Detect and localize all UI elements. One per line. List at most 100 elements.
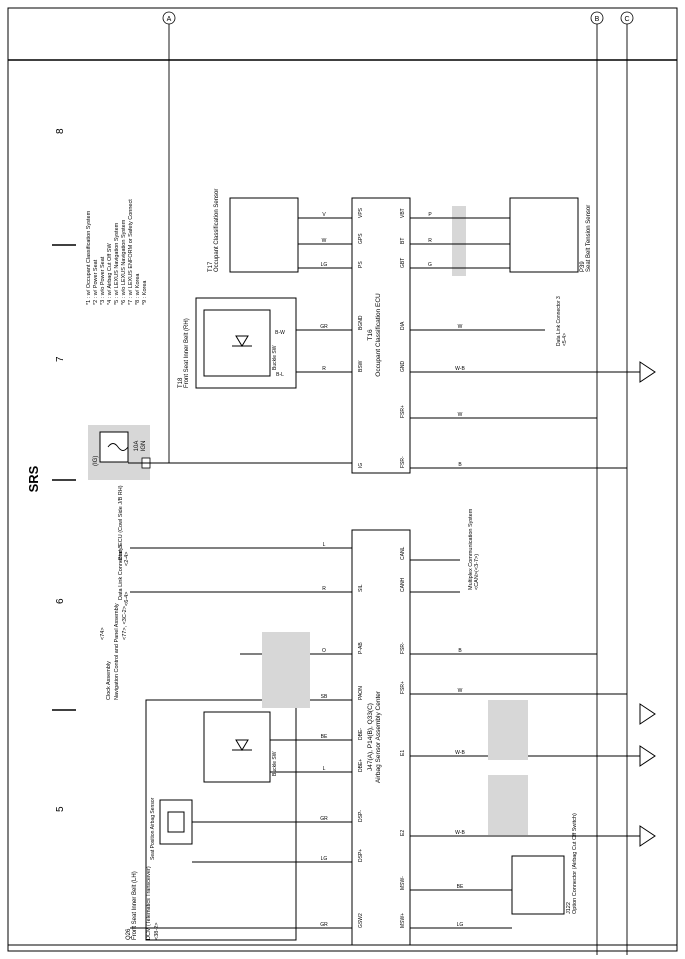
svg-text:W: W (322, 238, 327, 244)
svg-text:Option Connector (Airbag Cut O: Option Connector (Airbag Cut Off Switch) (572, 813, 578, 914)
svg-text:*5 : w/ LEXUS Navigation Syste: *5 : w/ LEXUS Navigation System (114, 222, 120, 305)
svg-text:B: B (458, 648, 462, 654)
svg-text:*6 : w/o LEXUS Navigation Syst: *6 : w/o LEXUS Navigation System (121, 219, 127, 305)
svg-text:LG: LG (457, 922, 464, 928)
svg-text:GR: GR (320, 922, 328, 928)
svg-text:T17: T17 (208, 261, 214, 272)
svg-text:W-B: W-B (455, 750, 465, 756)
ref-c-label: C (624, 16, 629, 23)
svg-text:O: O (322, 648, 326, 654)
svg-text:<CAN>(<3-7>): <CAN>(<3-7>) (474, 554, 480, 590)
svg-text:L: L (323, 542, 326, 548)
svg-text:MSW+: MSW+ (400, 913, 406, 928)
svg-text:Buckle SW: Buckle SW (272, 751, 278, 776)
svg-text:DIA: DIA (400, 321, 406, 330)
svg-text:Front Seat Inner Belt (LH): Front Seat Inner Belt (LH) (132, 871, 138, 940)
page-title: SRS (26, 465, 41, 492)
svg-text:J47(A), P14(B), Q33(C): J47(A), P14(B), Q33(C) (367, 703, 374, 771)
svg-text:BE: BE (321, 734, 328, 740)
svg-text:Data Link Connector 3: Data Link Connector 3 (556, 296, 562, 346)
svg-text:10A: 10A (134, 441, 140, 452)
svg-text:GND: GND (400, 361, 406, 373)
center-pins: GSW2 DSP+ DSP- DBE+ DBE- PAON P-AB SIL C… (358, 546, 406, 928)
svg-text:MSW-: MSW- (400, 876, 406, 890)
ocu-pins: IG FSR- FSR+ GND DIA BSW BGND PS GPS VPS… (358, 207, 406, 468)
svg-text:Navigation Control and Panel A: Navigation Control and Panel Assembly (114, 603, 120, 700)
svg-text:W: W (458, 324, 463, 330)
svg-text:LG: LG (321, 262, 328, 268)
svg-text:B-W: B-W (275, 330, 285, 336)
zone-5: 5 (55, 806, 66, 812)
svg-text:B: B (458, 462, 462, 468)
zone-6: 6 (55, 598, 66, 604)
svg-text:R: R (322, 586, 326, 592)
svg-text:GSW2: GSW2 (358, 913, 364, 928)
fuse-ign (99, 431, 129, 463)
svg-text:FSR+: FSR+ (400, 681, 406, 694)
svg-text:*7 : w/ LEXUS ENFORM or Safety: *7 : w/ LEXUS ENFORM or Safety Connect (128, 199, 134, 305)
svg-text:GR: GR (320, 816, 328, 822)
svg-text:P-AB: P-AB (358, 642, 364, 654)
svg-text:DCM (Telematics Transceiver): DCM (Telematics Transceiver) (146, 866, 152, 940)
svg-text:SB: SB (321, 694, 328, 700)
svg-text:J122: J122 (566, 902, 572, 914)
svg-text:T16: T16 (367, 329, 374, 341)
occupant-classification-ecu (351, 197, 411, 474)
svg-text:P39: P39 (580, 261, 586, 272)
svg-text:LG: LG (321, 856, 328, 862)
svg-text:BE: BE (457, 884, 464, 890)
svg-text:W: W (458, 688, 463, 694)
svg-text:FSR-: FSR- (400, 642, 406, 654)
svg-text:IGN: IGN (141, 441, 147, 452)
svg-text:BGND: BGND (358, 315, 364, 330)
svg-text:PS: PS (358, 261, 364, 268)
svg-text:*4 : w/ Airbag Cut Off SW: *4 : w/ Airbag Cut Off SW (107, 243, 113, 305)
svg-text:R: R (428, 238, 432, 244)
svg-text:GR: GR (320, 324, 328, 330)
svg-text:E2: E2 (400, 830, 406, 836)
svg-text:GPS: GPS (358, 233, 364, 244)
svg-text:W-B: W-B (455, 366, 465, 372)
svg-text:SIL: SIL (358, 584, 364, 592)
svg-text:W: W (458, 412, 463, 418)
svg-text:DBE-: DBE- (358, 728, 364, 740)
svg-text:<38-2>: <38-2> (154, 923, 160, 940)
svg-text:Occupant Classification ECU: Occupant Classification ECU (375, 293, 382, 377)
airbag-sensor-assembly-center (351, 529, 411, 946)
svg-text:V: V (322, 212, 326, 218)
svg-text:DBE+: DBE+ (358, 759, 364, 772)
svg-text:Buckle SW: Buckle SW (272, 345, 278, 370)
svg-text:W-B: W-B (455, 830, 465, 836)
svg-text:CANH: CANH (400, 577, 406, 592)
svg-text:Q26: Q26 (126, 928, 132, 940)
option-connector-j122 (511, 855, 565, 915)
svg-text:P: P (428, 212, 432, 218)
svg-text:Seat Belt Tension Sensor: Seat Belt Tension Sensor (586, 205, 592, 272)
svg-text:IG: IG (358, 463, 364, 468)
svg-text:*8 : w/ Korea: *8 : w/ Korea (135, 273, 141, 305)
svg-text:L: L (323, 766, 326, 772)
zone-7: 7 (55, 356, 66, 362)
svg-text:CANL: CANL (400, 546, 406, 560)
occupant-classification-sensor (229, 197, 299, 273)
svg-text:<6-4>: <6-4> (124, 592, 130, 606)
zone-8: 8 (55, 128, 66, 134)
svg-text:R: R (322, 366, 326, 372)
svg-text:Seat Position Airbag Sensor: Seat Position Airbag Sensor (150, 797, 156, 860)
svg-text:E1: E1 (400, 750, 406, 756)
notes-list: *1 : w/ Occupant Classification System *… (86, 199, 148, 305)
svg-text:VPS: VPS (358, 207, 364, 218)
svg-text:<74>: <74> (100, 627, 106, 640)
svg-text:Data Link Connector 3: Data Link Connector 3 (118, 545, 124, 600)
svg-text:DSP+: DSP+ (358, 849, 364, 862)
svg-text:<77>, <3C-2>: <77>, <3C-2> (122, 606, 128, 640)
svg-text:BSW: BSW (358, 360, 364, 372)
svg-text:*3 : w/o Power Seat: *3 : w/o Power Seat (100, 256, 106, 305)
ground-symbol (639, 361, 656, 383)
svg-text:<2-4>: <2-4> (124, 552, 130, 566)
svg-text:*9 : Korea: *9 : Korea (142, 280, 148, 305)
svg-text:PAON: PAON (358, 686, 364, 700)
ref-b-label: B (595, 16, 600, 23)
svg-text:<5-4>: <5-4> (562, 333, 568, 346)
